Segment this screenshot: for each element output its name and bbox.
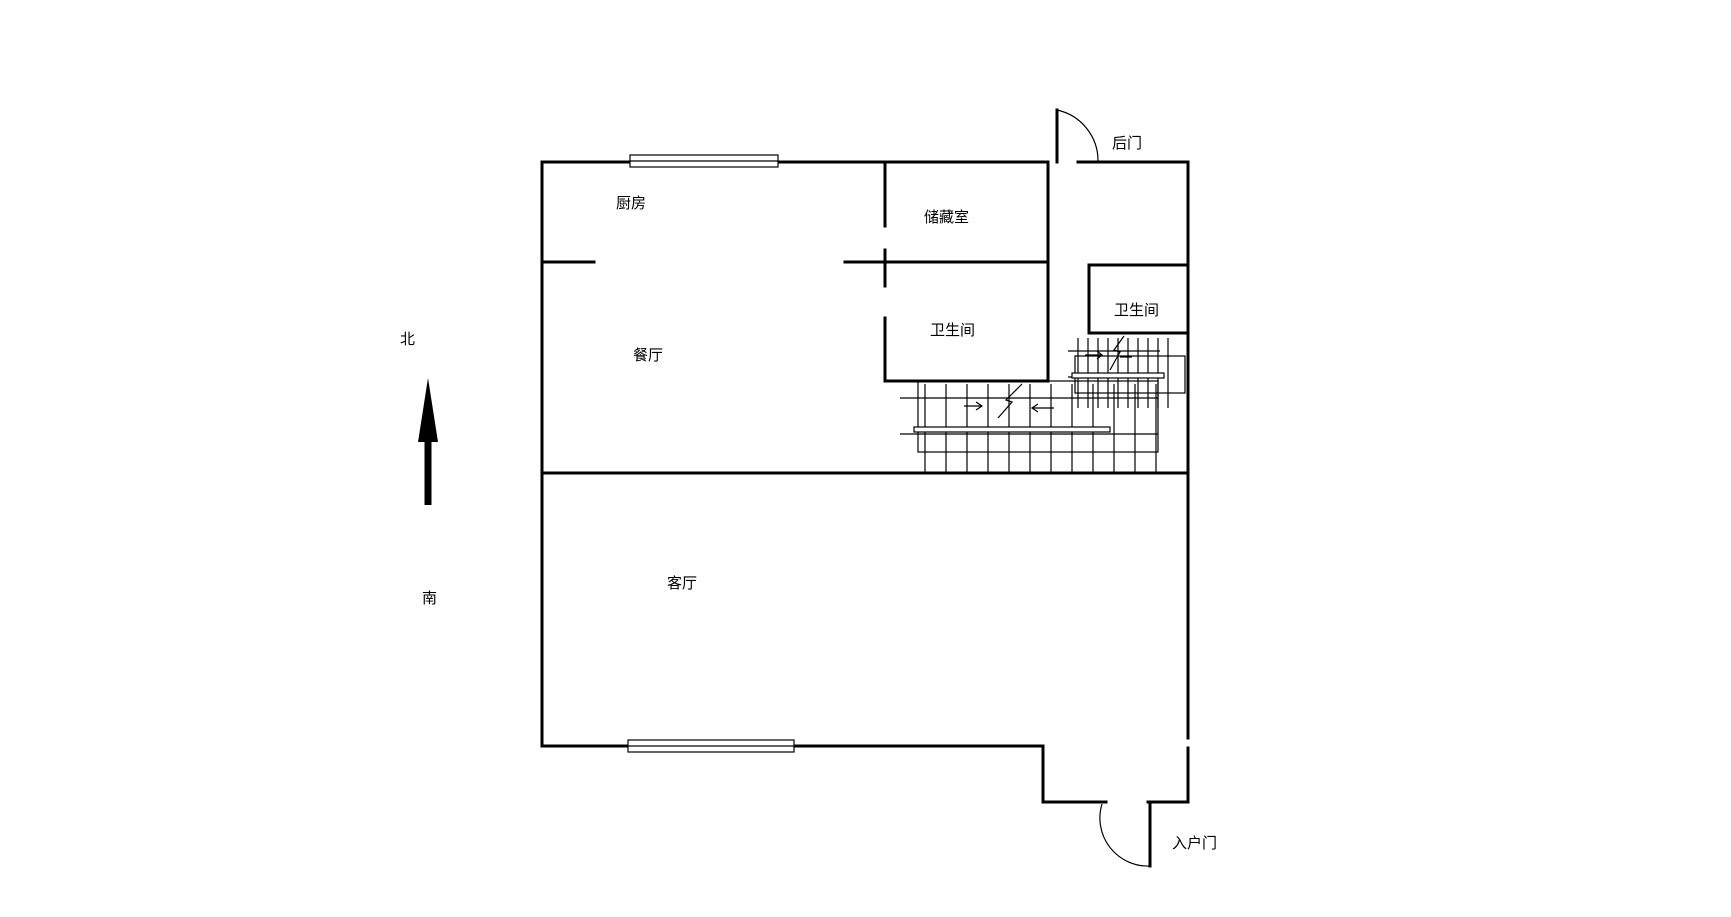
- south-window: [627, 739, 795, 753]
- north-arrow: [418, 378, 438, 505]
- main-staircase: [900, 380, 1159, 472]
- north-window: [629, 154, 779, 168]
- living-label: 客厅: [667, 574, 697, 592]
- outer-walls: [540, 160, 1190, 804]
- kitchen-label: 厨房: [616, 194, 646, 212]
- dining-label: 餐厅: [633, 346, 663, 364]
- back-door-label: 后门: [1112, 134, 1142, 152]
- small-staircase: [1068, 335, 1186, 408]
- bathroom-label-1: 卫生间: [930, 321, 975, 339]
- entry-door-label: 入户门: [1172, 834, 1217, 852]
- back-door: [1055, 108, 1099, 164]
- bathroom-label-2: 卫生间: [1114, 301, 1159, 319]
- south-label: 南: [422, 589, 437, 607]
- north-label: 北: [400, 330, 415, 348]
- storage-label: 储藏室: [924, 208, 969, 226]
- entry-door: [1099, 800, 1152, 868]
